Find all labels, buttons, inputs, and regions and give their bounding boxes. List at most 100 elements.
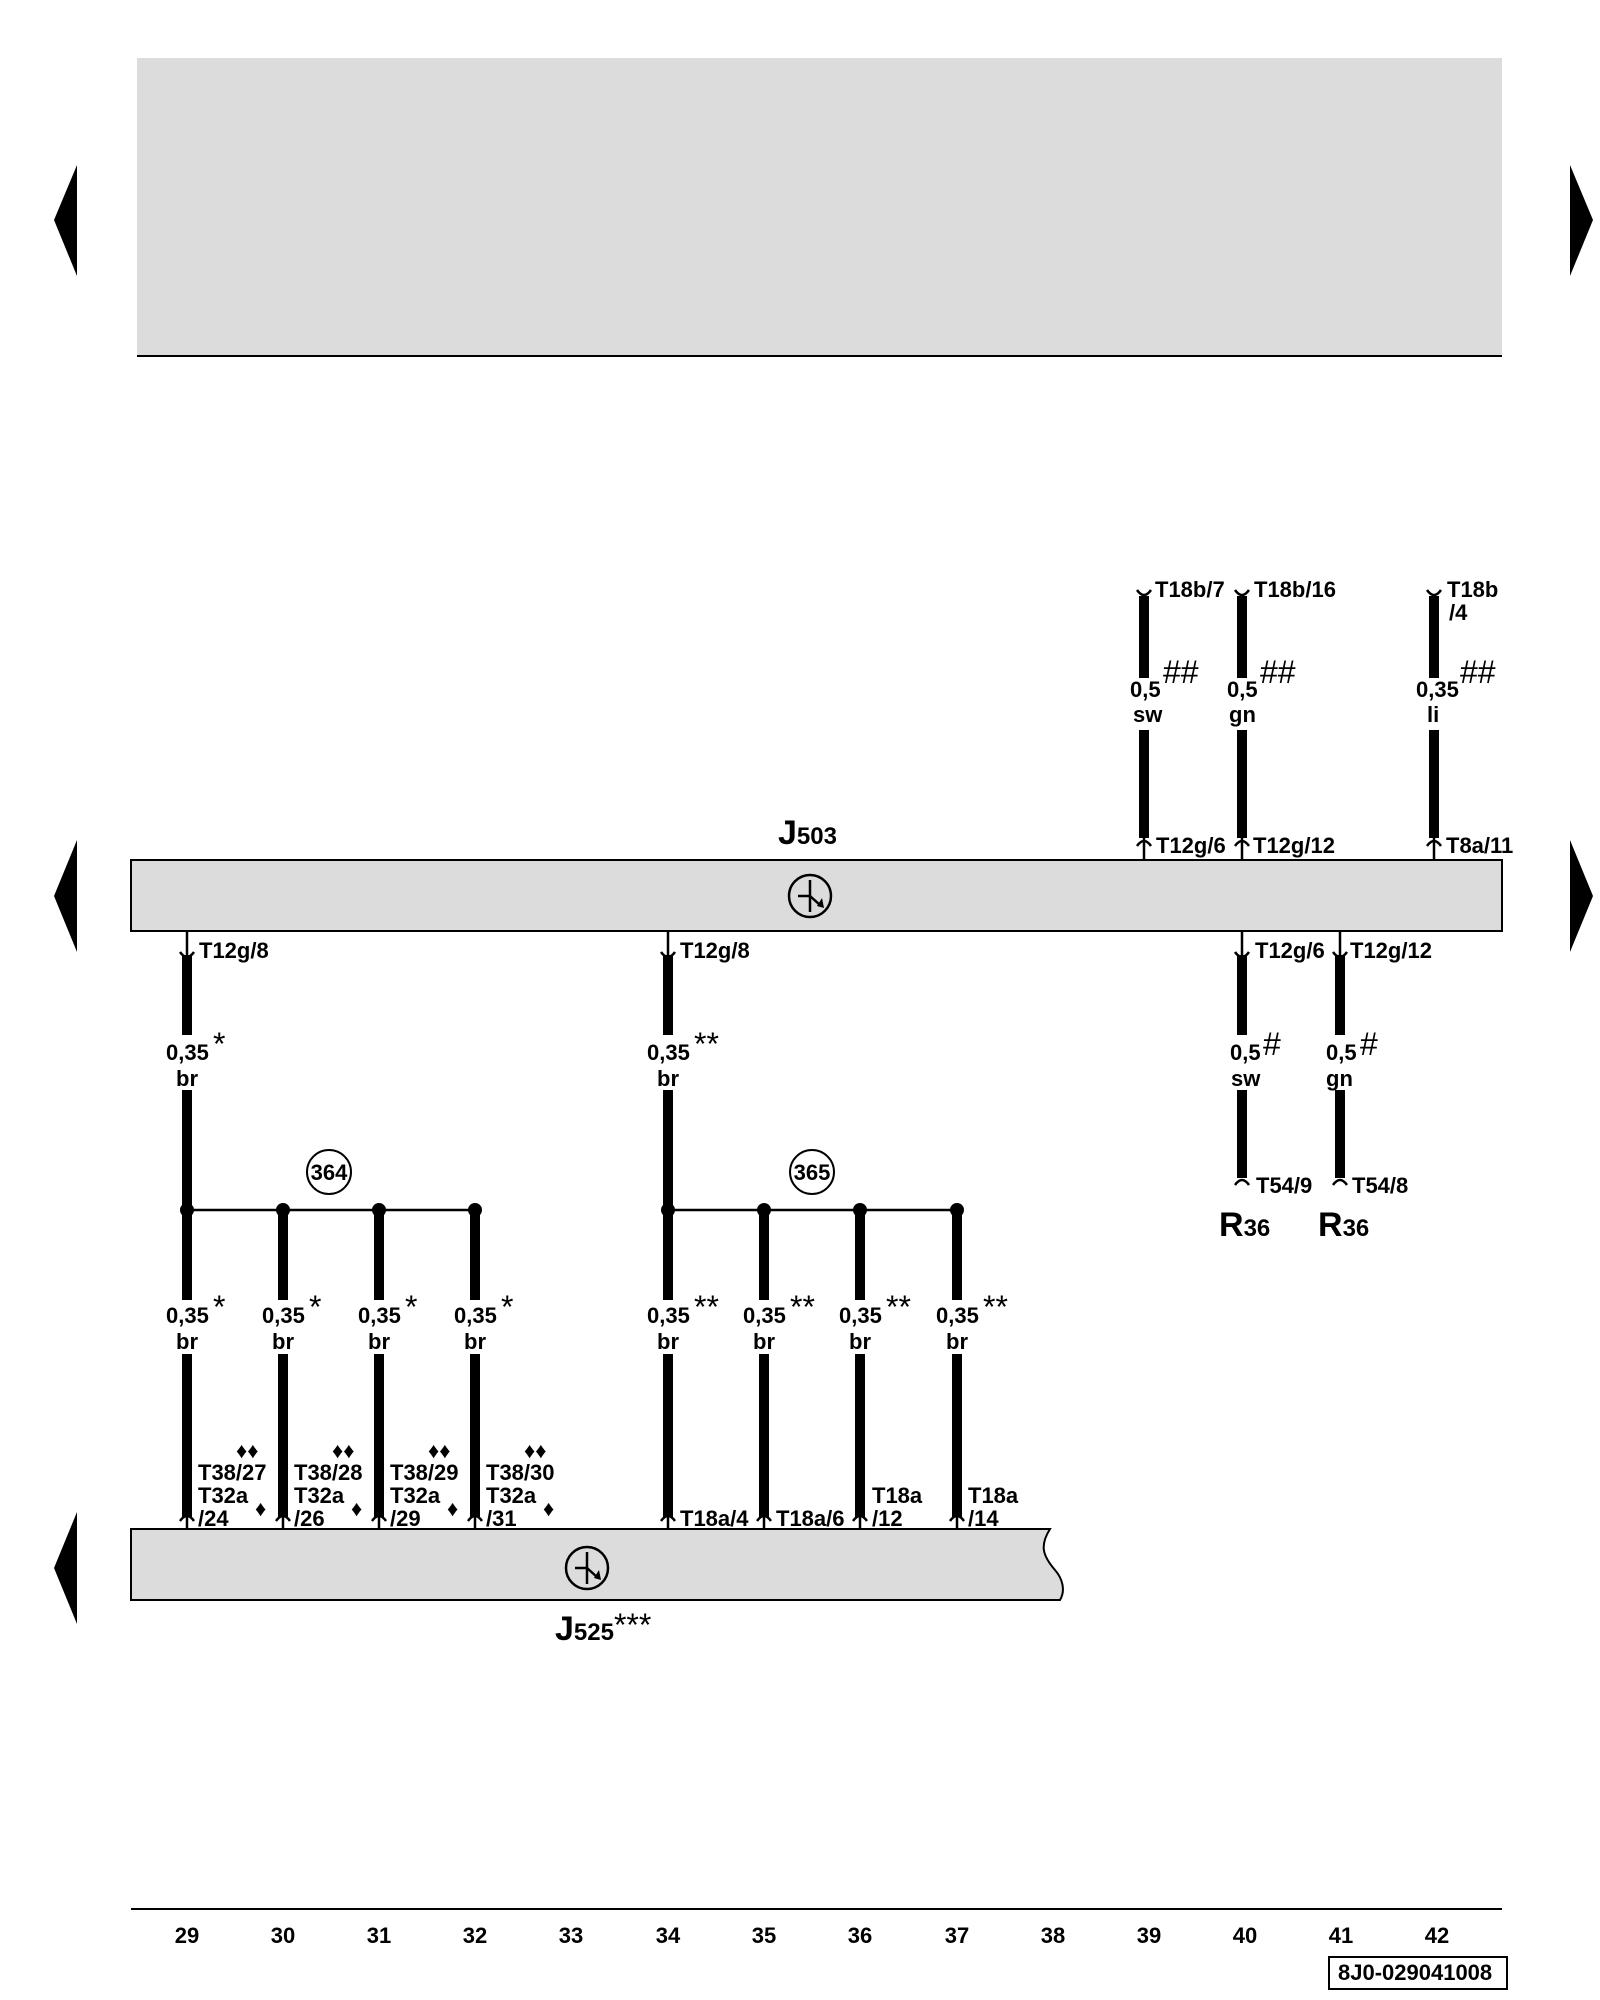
connector-label: /29 (390, 1506, 421, 1531)
wire-color-label: br (657, 1329, 679, 1354)
column-number: 41 (1329, 1923, 1353, 1948)
connector-label: T38/28 (294, 1460, 363, 1485)
connector-label: T18b/16 (1254, 577, 1336, 602)
wire-footnote-mark: ** (790, 1289, 815, 1325)
wire-color-label: br (176, 1329, 198, 1354)
wire-t18b16-to-t12g12 (1233, 589, 1251, 860)
wire-branch-col35 (755, 1210, 773, 1529)
connector-label: /12 (872, 1506, 903, 1531)
wire-color-label: gn (1229, 702, 1256, 727)
diamond-mark: ♦ (543, 1496, 554, 1521)
wire-footnote-mark: ## (1163, 654, 1199, 690)
connector-label: T38/27 (198, 1460, 267, 1485)
wire-branch-col29 (178, 1210, 196, 1529)
prev-page-arrow-bottom[interactable] (54, 1512, 77, 1624)
connector-label: T32a (294, 1483, 345, 1508)
connector-label: T32a (390, 1483, 441, 1508)
wire-size-label: 0,35 (647, 1040, 690, 1065)
connector-label: T18b/7 (1155, 577, 1225, 602)
component-label-r36: R36 (1219, 1206, 1270, 1244)
wire-t18b7-to-t12g6 (1135, 589, 1153, 860)
wire-footnote-mark: * (213, 1289, 225, 1325)
column-number: 32 (463, 1923, 487, 1948)
diamond-mark: ♦ (351, 1496, 362, 1521)
control-unit-j503 (130, 859, 1503, 932)
connector-label: T18a/4 (680, 1506, 749, 1531)
connector-label: T12g/8 (680, 938, 750, 963)
column-number: 38 (1041, 1923, 1065, 1948)
wire-footnote-mark: ** (694, 1289, 719, 1325)
junction-number: 364 (311, 1160, 348, 1185)
connector-label: T54/9 (1256, 1173, 1312, 1198)
diamond-mark: ♦♦ (236, 1438, 258, 1463)
wire-size-label: 0,35 (936, 1303, 979, 1328)
junction-number: 365 (794, 1160, 831, 1185)
diamond-mark: ♦♦ (428, 1438, 450, 1463)
column-number: 39 (1137, 1923, 1161, 1948)
wire-size-label: 0,35 (166, 1303, 209, 1328)
connector-label: T18a (968, 1483, 1019, 1508)
wire-footnote-mark: # (1360, 1026, 1378, 1062)
header-panel (137, 58, 1502, 356)
wire-footnote-mark: ** (983, 1289, 1008, 1325)
wire-footnote-mark: * (501, 1289, 513, 1325)
wire-color-label: br (368, 1329, 390, 1354)
prev-page-arrow-top[interactable] (54, 165, 77, 276)
column-number: 37 (945, 1923, 969, 1948)
wire-footnote-mark: # (1263, 1026, 1281, 1062)
column-number: 40 (1233, 1923, 1257, 1948)
wire-size-label: 0,35 (1416, 677, 1459, 702)
connector-label: T32a (486, 1483, 537, 1508)
wire-t12g8-middle (659, 931, 677, 1210)
wire-size-label: 0,35 (743, 1303, 786, 1328)
wire-footnote-mark: ## (1460, 654, 1496, 690)
wire-footnote-mark: ## (1260, 654, 1296, 690)
wire-color-label: br (849, 1329, 871, 1354)
wire-branch-col32 (466, 1210, 484, 1529)
wire-color-label: br (464, 1329, 486, 1354)
control-unit-j525 (130, 1528, 1064, 1601)
diamond-mark: ♦♦ (332, 1438, 354, 1463)
wire-color-label: gn (1326, 1066, 1353, 1091)
document-code: 8J0-029041008 (1328, 1956, 1508, 1990)
wire-color-label: br (272, 1329, 294, 1354)
next-page-arrow-middle[interactable] (1570, 840, 1593, 952)
diamond-mark: ♦ (447, 1496, 458, 1521)
wire-size-label: 0,5 (1130, 677, 1161, 702)
control-unit-symbol-icon (564, 1545, 610, 1591)
junction-marker-364 (306, 1149, 352, 1195)
wire-color-label: sw (1231, 1066, 1261, 1091)
column-number: 34 (656, 1923, 681, 1948)
next-page-arrow-top[interactable] (1570, 165, 1593, 276)
column-number: 42 (1425, 1923, 1449, 1948)
diamond-mark: ♦♦ (524, 1438, 546, 1463)
wire-size-label: 0,35 (454, 1303, 497, 1328)
connector-label: T12g/12 (1350, 938, 1432, 963)
wire-size-label: 0,35 (839, 1303, 882, 1328)
prev-page-arrow-middle[interactable] (54, 840, 77, 952)
wire-branch-col30 (274, 1210, 292, 1529)
wire-size-label: 0,35 (358, 1303, 401, 1328)
wire-t18b4-to-t8a11 (1425, 589, 1443, 860)
wire-color-label: br (176, 1066, 198, 1091)
connector-label: /26 (294, 1506, 325, 1531)
wire-branch-col36 (851, 1210, 869, 1529)
column-number: 29 (175, 1923, 199, 1948)
component-label-j503: J503 (778, 814, 837, 852)
wire-color-label: br (946, 1329, 968, 1354)
column-number: 35 (752, 1923, 776, 1948)
wire-footnote-mark: ** (694, 1026, 719, 1062)
connector-label: T12g/8 (199, 938, 269, 963)
wire-color-label: br (657, 1066, 679, 1091)
column-number: 36 (848, 1923, 872, 1948)
wire-color-label: sw (1133, 702, 1163, 727)
wire-footnote-mark: ** (886, 1289, 911, 1325)
diamond-mark: ♦ (255, 1496, 266, 1521)
connector-label: /14 (968, 1506, 999, 1531)
wire-t12g6-to-t54-9 (1233, 931, 1251, 1186)
component-label-j525: J525*** (555, 1607, 651, 1648)
wire-branch-col31 (370, 1210, 388, 1529)
column-number: 31 (367, 1923, 391, 1948)
